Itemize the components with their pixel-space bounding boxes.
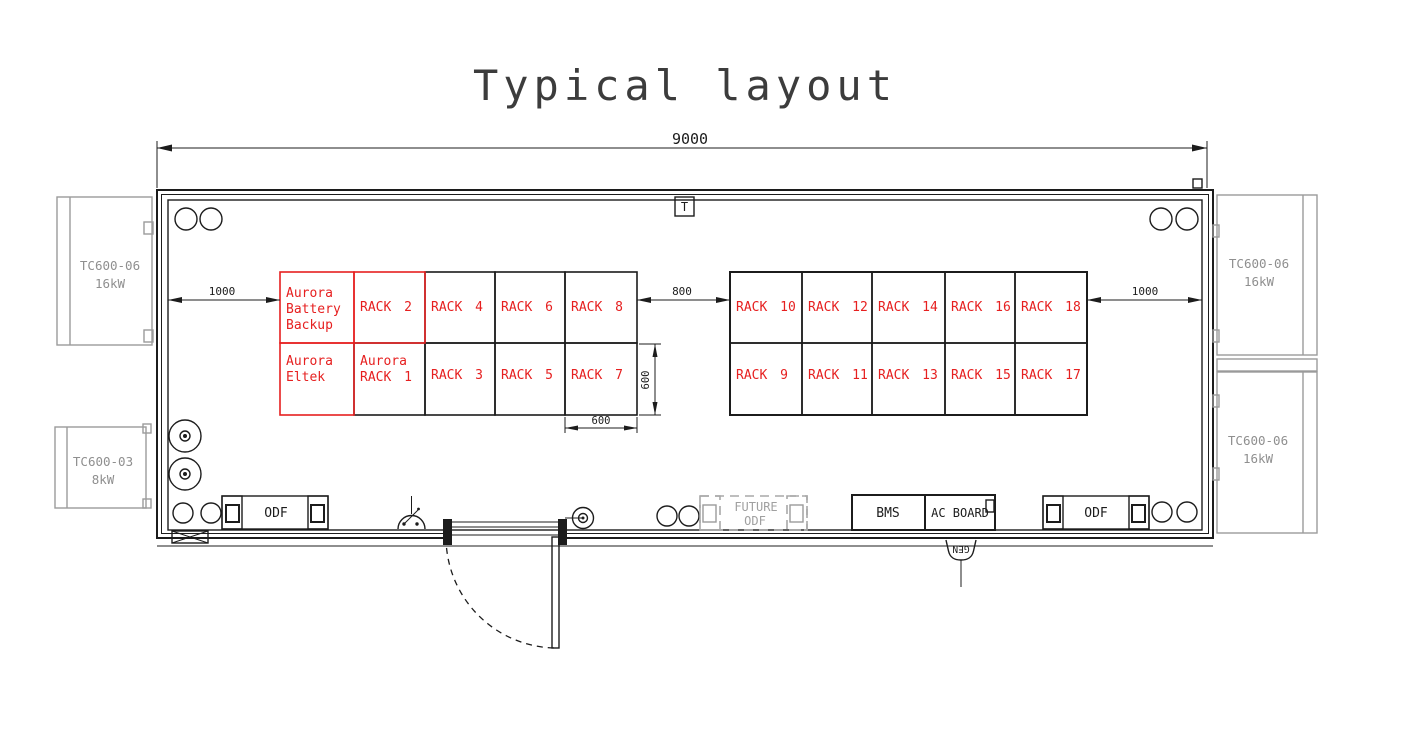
ac-board-box: AC BOARD bbox=[924, 494, 996, 531]
rack-label: RACK 12 bbox=[808, 300, 868, 315]
thermostat-label: T bbox=[681, 200, 688, 214]
dimension-left-1000: 1000 bbox=[168, 285, 280, 303]
rack-label: Battery bbox=[286, 302, 341, 317]
dimension-overall-9000: 9000 bbox=[156, 130, 1208, 188]
light-switch-symbol bbox=[397, 496, 426, 530]
door-leaf bbox=[551, 536, 560, 649]
unit-connector-duct bbox=[1216, 358, 1318, 372]
external-unit-left-bottom: TC600-03 8kW bbox=[54, 423, 152, 509]
drawing-title: Typical layout bbox=[473, 61, 897, 110]
bms-label: BMS bbox=[876, 506, 899, 521]
rack-group-border bbox=[729, 271, 1088, 416]
odf-left: ODF bbox=[221, 495, 329, 530]
odf-left-label: ODF bbox=[264, 506, 288, 521]
unit-power: 8kW bbox=[92, 472, 115, 487]
crossed-hatch-symbol bbox=[171, 530, 209, 544]
external-unit-right-top: TC600-06 16kW bbox=[1212, 194, 1318, 356]
rack-label: RACK 18 bbox=[1021, 300, 1081, 315]
rack-label: RACK 3 bbox=[431, 368, 483, 383]
rack-label: Backup bbox=[286, 318, 333, 333]
rack-label: RACK 1 bbox=[360, 370, 412, 385]
rack-label: Aurora bbox=[286, 354, 333, 369]
thermostat-symbol: T bbox=[674, 196, 695, 217]
dim-label-9000: 9000 bbox=[672, 130, 708, 148]
rack-label: RACK 17 bbox=[1021, 368, 1081, 383]
container-outline bbox=[156, 178, 1214, 547]
door-swing-arc bbox=[445, 536, 558, 649]
rack-label: RACK 13 bbox=[878, 368, 938, 383]
floor-opening-circles-right bbox=[1151, 501, 1198, 523]
future-odf: FUTURE ODF bbox=[699, 495, 808, 531]
entrance-door bbox=[443, 519, 567, 649]
unit-power: 16kW bbox=[1244, 274, 1275, 289]
rack-cell-highlighted bbox=[353, 271, 426, 344]
rack-label: Aurora bbox=[360, 354, 407, 369]
dim-arrow-right bbox=[1192, 144, 1207, 152]
dimension-rack-width-600: 600 bbox=[564, 415, 638, 433]
rack-group-left: Aurora Battery Backup RACK 2 RACK 4 RACK… bbox=[279, 271, 638, 416]
unit-model: TC600-03 bbox=[73, 454, 133, 469]
unit-model: TC600-06 bbox=[80, 258, 140, 273]
corner-fitting bbox=[1192, 178, 1203, 189]
floor-opening-circles bbox=[656, 505, 700, 527]
rack-label: RACK 14 bbox=[878, 300, 938, 315]
future-odf-label-line1: FUTURE bbox=[734, 500, 777, 514]
dim-label-1000-left: 1000 bbox=[209, 285, 236, 298]
rack-label: RACK 5 bbox=[501, 368, 553, 383]
dimension-right-1000: 1000 bbox=[1087, 285, 1202, 303]
external-unit-left-top: TC600-06 16kW bbox=[56, 196, 154, 346]
odf-right-label: ODF bbox=[1084, 506, 1108, 521]
dim-label-600-depth: 600 bbox=[640, 371, 652, 390]
rack-label: Eltek bbox=[286, 370, 325, 385]
rack-label: RACK 4 bbox=[431, 300, 483, 315]
dimension-rack-depth-600: 600 bbox=[639, 343, 661, 416]
rack-label: RACK 11 bbox=[808, 368, 868, 383]
generator-inlet-symbol: GEN bbox=[945, 539, 977, 587]
unit-power: 16kW bbox=[1243, 451, 1274, 466]
rack-label: RACK 10 bbox=[736, 300, 796, 315]
external-unit-right-bottom: TC600-06 16kW bbox=[1212, 371, 1318, 534]
ac-board-label: AC BOARD bbox=[931, 506, 989, 520]
rack-cell bbox=[564, 342, 638, 416]
dim-label-1000-right: 1000 bbox=[1132, 285, 1159, 298]
future-odf-label-line2: ODF bbox=[744, 514, 766, 528]
cable-gland-symbols bbox=[168, 419, 222, 524]
rack-cell-highlighted bbox=[279, 342, 355, 416]
dimension-center-800: 800 bbox=[637, 285, 730, 303]
rack-group-right: RACK 10 RACK 12 RACK 14 RACK 16 RACK 18 … bbox=[729, 271, 1088, 416]
rack-label: RACK 8 bbox=[571, 300, 623, 315]
rack-label: RACK 7 bbox=[571, 368, 623, 383]
dim-label-800: 800 bbox=[672, 285, 692, 298]
dim-label-600-width: 600 bbox=[592, 415, 611, 427]
door-post-left bbox=[443, 519, 452, 545]
unit-power: 16kW bbox=[95, 276, 126, 291]
rack-label: RACK 6 bbox=[501, 300, 553, 315]
dim-arrow-left bbox=[157, 144, 172, 152]
corner-vent-circles bbox=[174, 207, 1199, 231]
rack-label: RACK 9 bbox=[736, 368, 788, 383]
door-closer-symbol bbox=[565, 506, 595, 530]
rack-label: RACK 2 bbox=[360, 300, 412, 315]
rack-label: Aurora bbox=[286, 286, 333, 301]
rack-label: RACK 15 bbox=[951, 368, 1011, 383]
odf-right: ODF bbox=[1042, 495, 1150, 530]
rack-label: RACK 16 bbox=[951, 300, 1011, 315]
bms-box: BMS bbox=[851, 494, 926, 531]
door-post-right bbox=[558, 519, 567, 545]
unit-model: TC600-06 bbox=[1228, 433, 1288, 448]
generator-label: GEN bbox=[952, 543, 969, 554]
unit-model: TC600-06 bbox=[1229, 256, 1289, 271]
